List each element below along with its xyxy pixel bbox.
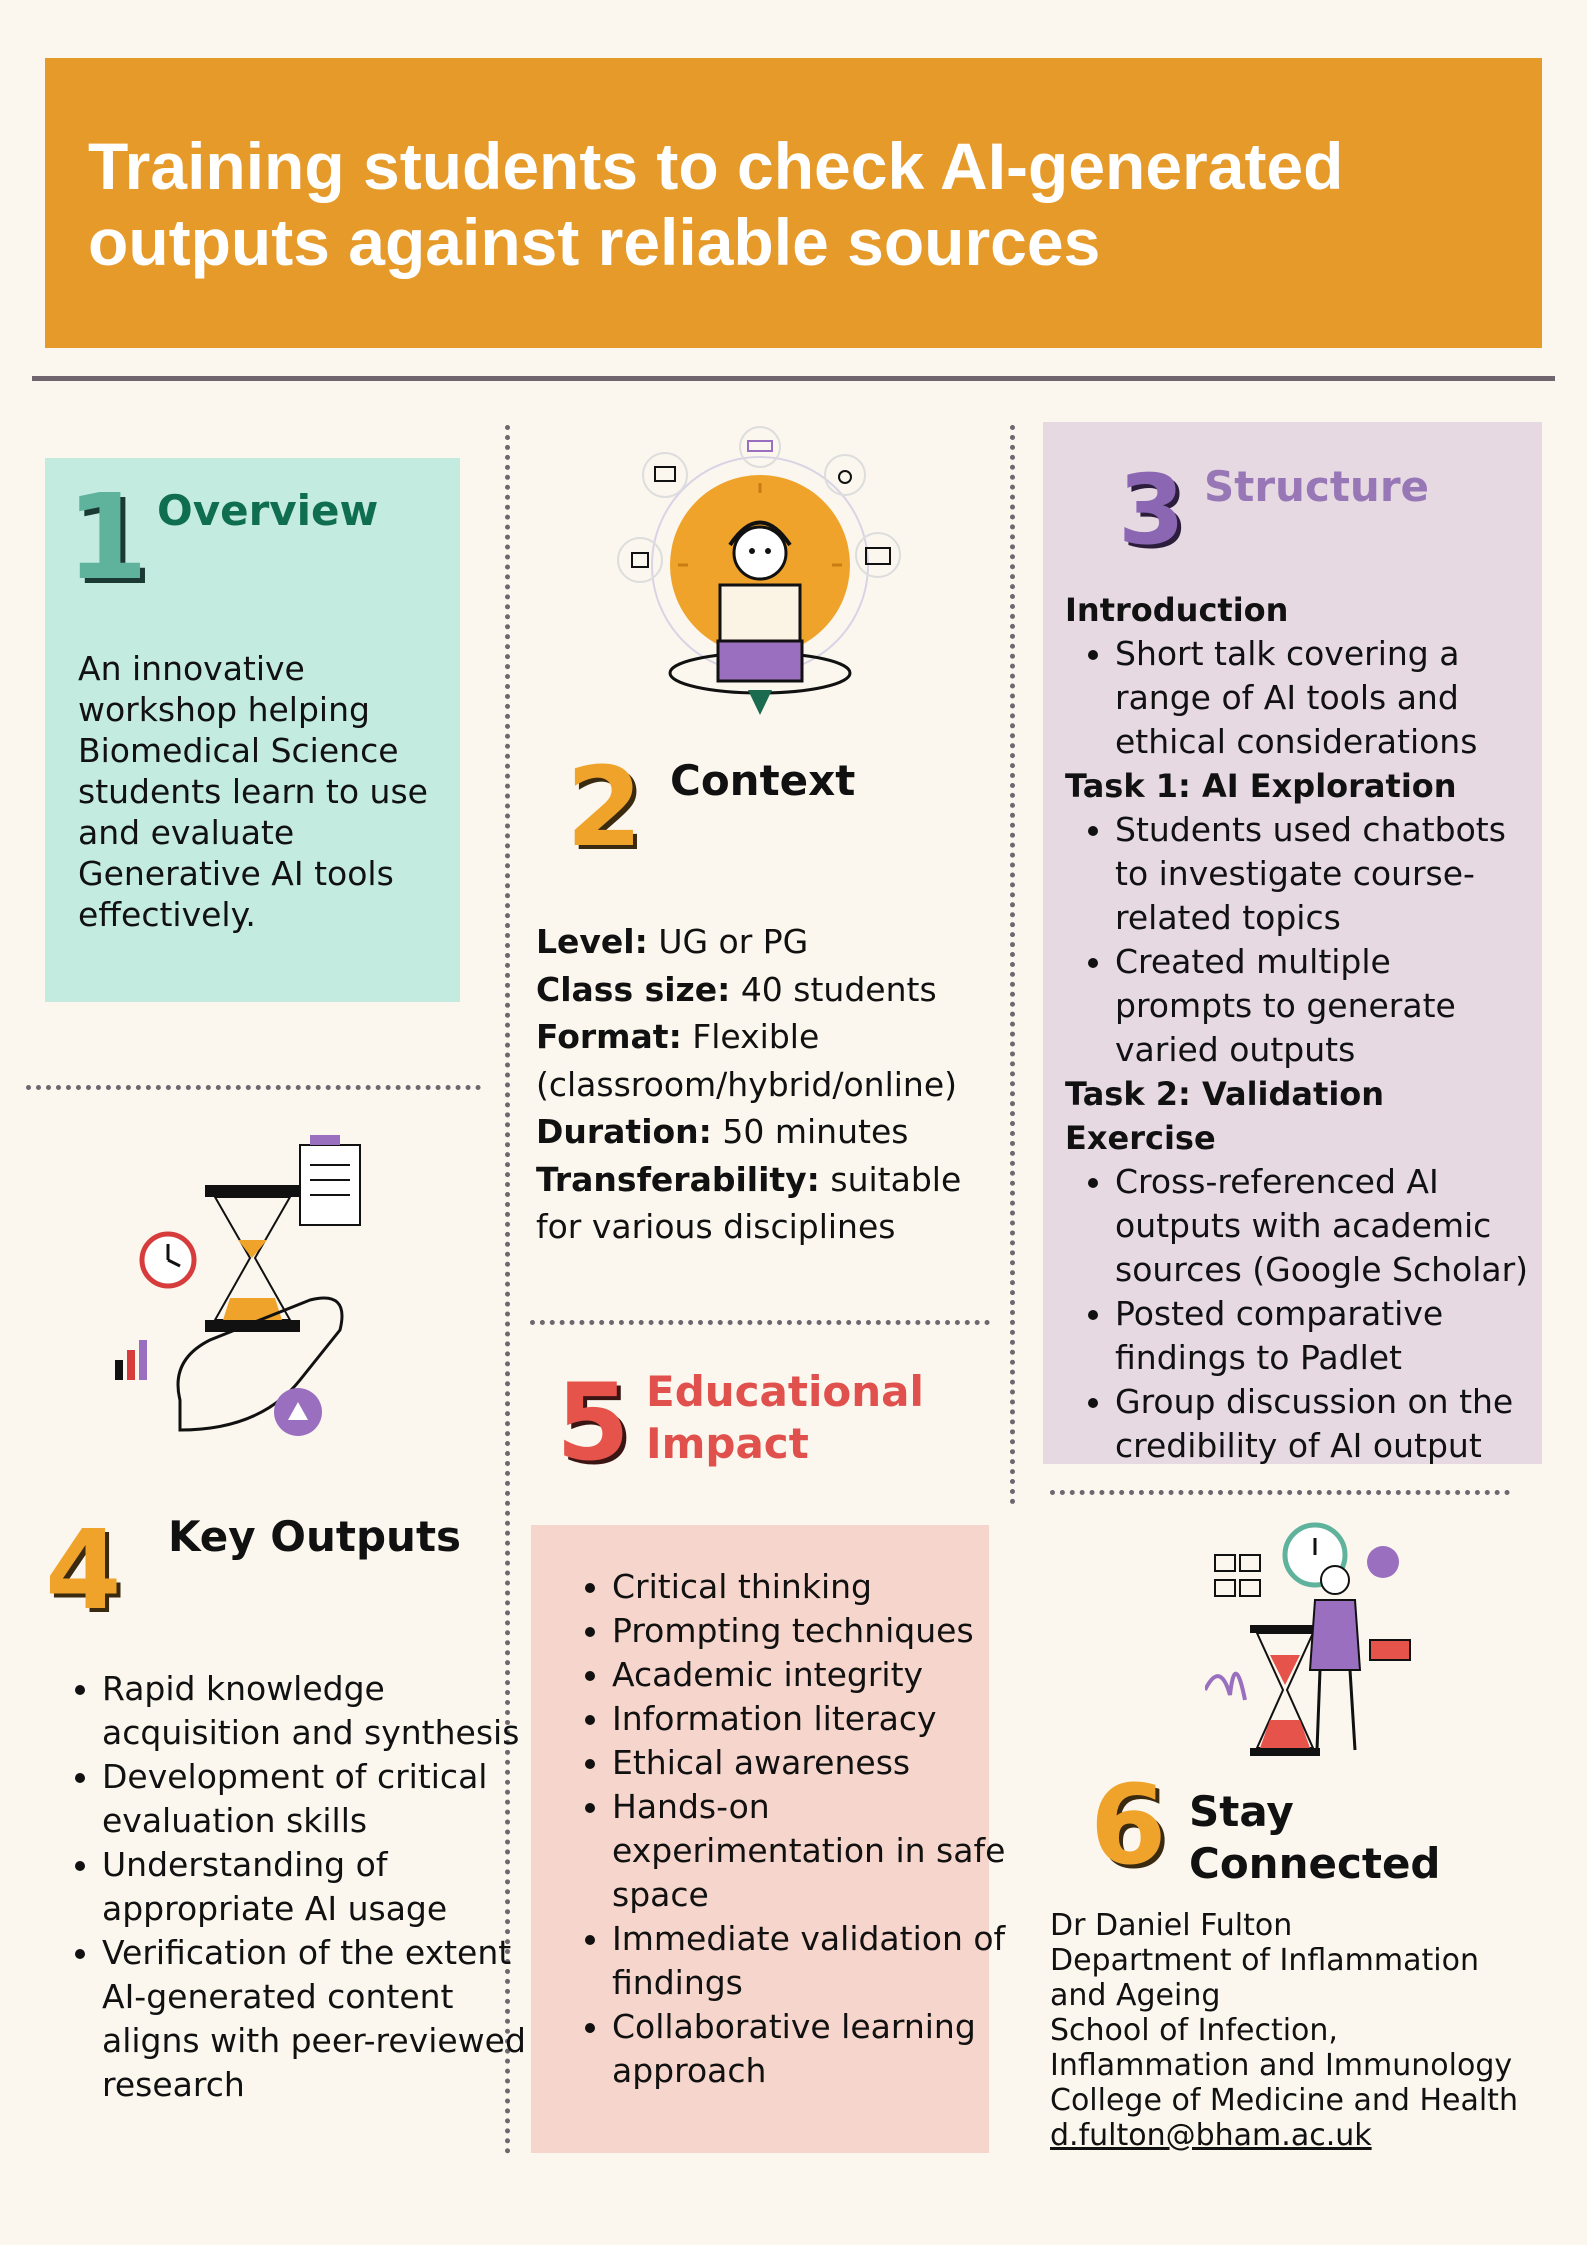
context-heading: Context <box>670 756 856 805</box>
list-item: Cross-referenced AI outputs with academi… <box>1115 1160 1535 1292</box>
list-item: Information literacy <box>612 1697 1032 1741</box>
list-item: Immediate validation of findings <box>612 1917 1032 2005</box>
row-divider-middle <box>530 1320 990 1325</box>
structure-content: Introduction Short talk covering a range… <box>1065 588 1535 1468</box>
list-item: Ethical awareness <box>612 1741 1032 1785</box>
structure-task2-heading: Task 2: Validation Exercise <box>1065 1075 1385 1157</box>
list-item: Posted comparative findings to Padlet <box>1115 1292 1535 1380</box>
meditating-ai-user-illustration <box>617 426 901 715</box>
structure-task1-heading: Task 1: AI Exploration <box>1065 767 1457 805</box>
title-banner <box>45 58 1542 348</box>
contact-email-link[interactable]: d.fulton@bham.ac.uk <box>1050 2118 1372 2153</box>
contact-school: School of Infection, Inflammation and Im… <box>1050 2013 1513 2083</box>
overview-heading: Overview <box>157 486 379 535</box>
connect-number: 6 <box>1090 1761 1167 1889</box>
list-item: Verification of the extent AI-generated … <box>102 1931 532 2107</box>
list-item: Critical thinking <box>612 1565 1032 1609</box>
list-item: Academic integrity <box>612 1653 1032 1697</box>
structure-panel <box>1043 422 1542 1464</box>
list-item: Students used chatbots to investigate co… <box>1115 808 1535 940</box>
impact-number: 5 <box>556 1361 630 1484</box>
list-item: Rapid knowledge acquisition and synthesi… <box>102 1667 532 1755</box>
row-divider-right <box>1050 1490 1510 1495</box>
structure-task1-list: Students used chatbots to investigate co… <box>1065 808 1535 1072</box>
context-format: Format: Flexible (classroom/hybrid/onlin… <box>536 1017 958 1104</box>
context-duration: Duration: 50 minutes <box>536 1112 909 1151</box>
structure-task2-list: Cross-referenced AI outputs with academi… <box>1065 1160 1535 1468</box>
key-outputs-heading: Key Outputs <box>168 1512 462 1561</box>
structure-intro-list: Short talk covering a range of AI tools … <box>1065 632 1535 764</box>
column-divider-left <box>505 425 510 2155</box>
list-item: Development of critical evaluation skill… <box>102 1755 532 1843</box>
key-outputs-list: Rapid knowledge acquisition and synthesi… <box>52 1667 532 2107</box>
list-item: Group discussion on the credibility of A… <box>1115 1380 1535 1468</box>
impact-panel <box>531 1525 989 2153</box>
structure-heading: Structure <box>1204 462 1430 511</box>
context-level: Level: UG or PG <box>536 922 809 961</box>
context-details: Level: UG or PG Class size: 40 students … <box>536 918 991 1251</box>
list-item: Short talk covering a range of AI tools … <box>1115 632 1535 764</box>
contact-college: College of Medicine and Health <box>1050 2083 1518 2118</box>
contact-details: Dr Daniel Fulton Department of Inflammat… <box>1050 1908 1540 2153</box>
overview-number: 1 <box>66 468 149 606</box>
page-title: Training students to check AI-generated … <box>88 129 1344 279</box>
list-item: Understanding of appropriate AI usage <box>102 1843 532 1931</box>
impact-list: Critical thinking Prompting techniques A… <box>562 1565 1032 2093</box>
title-divider <box>32 376 1555 381</box>
list-item: Collaborative learning approach <box>612 2005 1032 2093</box>
row-divider-left <box>26 1085 481 1090</box>
context-transferability: Transferability: suitable for various di… <box>536 1159 962 1247</box>
structure-intro-heading: Introduction <box>1065 591 1289 629</box>
key-outputs-number: 4 <box>45 1506 122 1634</box>
person-on-phone-hourglass-illustration <box>1205 1522 1411 1756</box>
list-item: Prompting techniques <box>612 1609 1032 1653</box>
context-class-size: Class size: 40 students <box>536 969 937 1009</box>
column-divider-right <box>1010 425 1015 1505</box>
contact-name: Dr Daniel Fulton <box>1050 1908 1293 1943</box>
overview-text: An innovative workshop helping Biomedica… <box>78 649 428 934</box>
list-item: Created multiple prompts to generate var… <box>1115 940 1535 1072</box>
structure-number: 3 <box>1118 454 1185 566</box>
hourglass-hand-illustration <box>115 1135 361 1436</box>
context-number: 2 <box>566 743 643 871</box>
list-item: Hands-on experimentation in safe space <box>612 1785 1032 1917</box>
overview-panel <box>45 458 460 1002</box>
contact-department: Department of Inflammation and Ageing <box>1050 1943 1479 2013</box>
